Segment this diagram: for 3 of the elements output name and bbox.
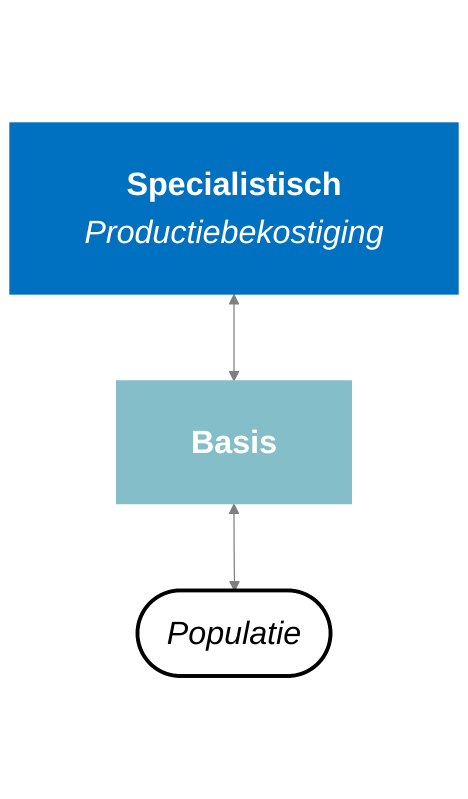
arrow: [228, 294, 240, 382]
node-box: Specialistisch Productiebekostiging: [9, 122, 459, 295]
node-box: Basis: [116, 380, 352, 504]
